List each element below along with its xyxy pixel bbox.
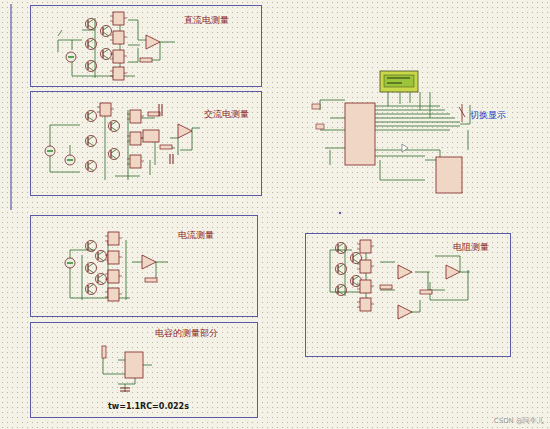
timing-note: tw=1.1RC=0.022s [108,403,189,412]
section-box: 交流电测量 [30,91,262,196]
section-heading: 交流电测量 [204,110,249,120]
section-heading: 电容的测量部分 [155,329,218,339]
switch-label: 切换显示 [470,111,506,121]
section-heading: 电流测量 [178,231,214,241]
watermark: CSDN @阿牛儿 [494,418,544,426]
section-heading: 电阻测量 [453,243,489,253]
section-box: 电流测量 [30,215,258,317]
section-heading: 直流电测量 [184,16,229,26]
section-box: 电阻测量 [305,233,511,357]
section-box: 直流电测量 [30,5,262,87]
